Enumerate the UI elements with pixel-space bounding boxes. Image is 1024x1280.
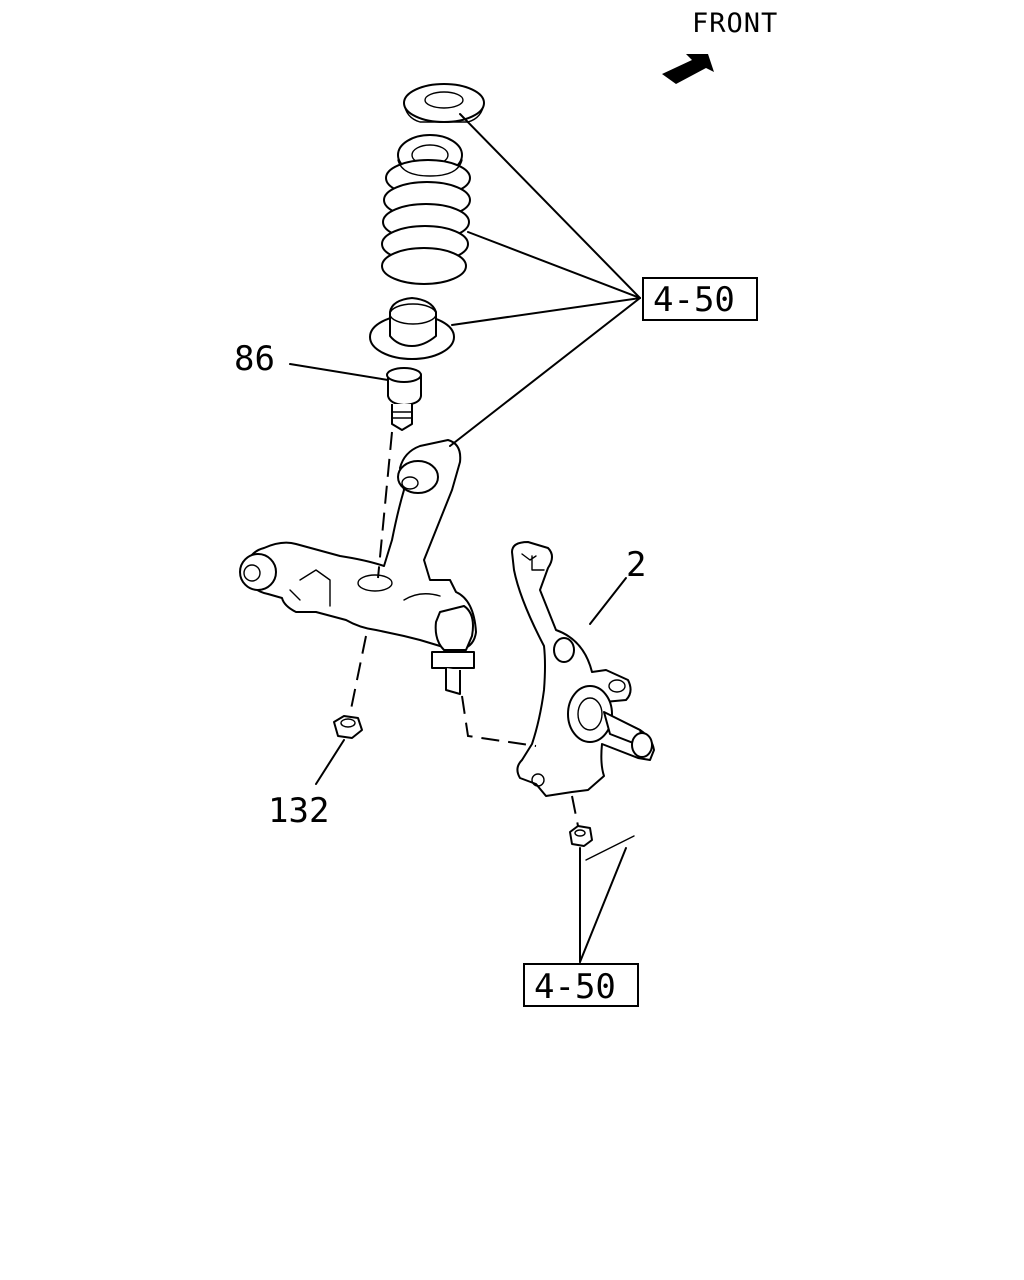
callout-ref-spring-group[interactable]: 4-50 (642, 277, 758, 321)
upper-spring-seat (403, 83, 485, 123)
steering-knuckle (511, 541, 655, 797)
coil-spring (381, 134, 471, 285)
callout-label: 4-50 (534, 967, 616, 1007)
assembly-lines (349, 431, 579, 827)
front-label: FRONT (692, 8, 778, 39)
nut-lower-arm (333, 715, 363, 739)
callout-label: 4-50 (653, 280, 735, 320)
cotter-pin (585, 835, 635, 861)
leader-lines (289, 113, 641, 963)
reference-box (642, 277, 758, 321)
bump-stopper-seat (369, 297, 455, 360)
lower-control-arm (239, 439, 477, 695)
front-indicator: FRONT (662, 8, 778, 84)
callout-ref-knuckle-nut[interactable]: 4-50 (523, 963, 639, 1007)
nut-knuckle (569, 825, 593, 847)
callout-ball-joint[interactable]: 86 (234, 339, 275, 379)
reference-box (523, 963, 639, 1007)
callout-knuckle[interactable]: 2 (626, 545, 646, 585)
ball-joint (386, 367, 422, 431)
callout-nut[interactable]: 132 (268, 791, 329, 831)
front-arrow-icon (662, 54, 714, 84)
